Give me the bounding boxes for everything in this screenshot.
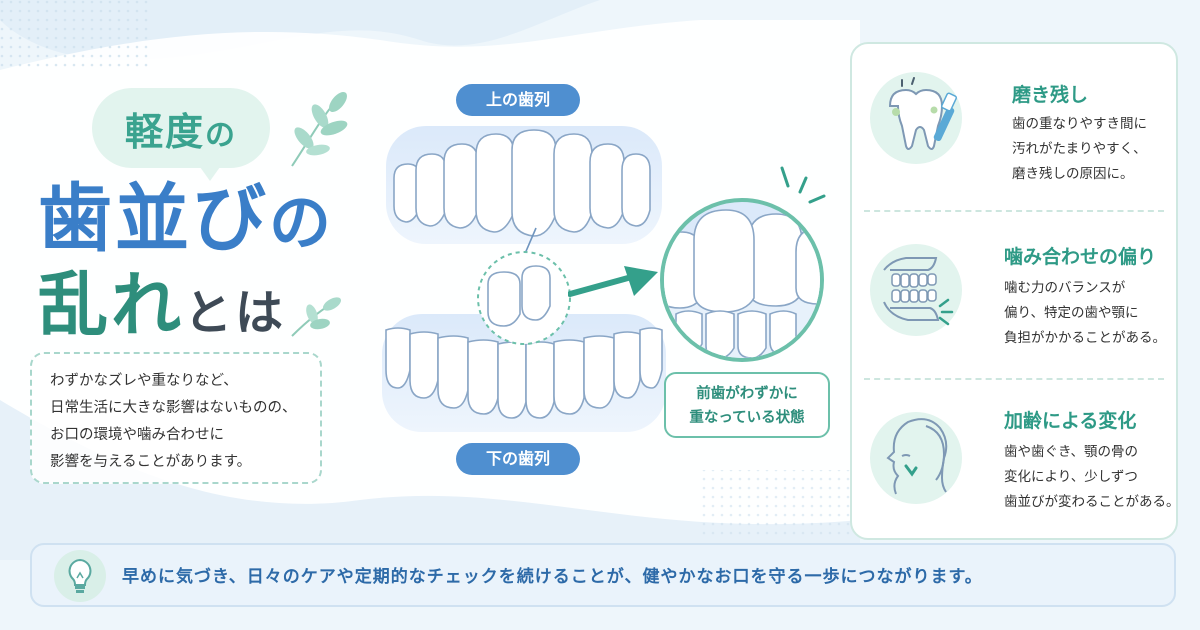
- page-title-line2: 乱れとは: [38, 264, 287, 346]
- section-title-plaque: 磨き残し: [1012, 84, 1089, 106]
- intro-line: 影響を与えることがあります。: [50, 454, 252, 470]
- section-line: 歯や歯ぐき、顎の骨の: [1004, 444, 1139, 460]
- leaf-decoration-icon: [291, 297, 342, 337]
- section-line: 変化により、少しずつ: [1004, 469, 1138, 485]
- section-line: 磨き残しの原因に。: [1012, 166, 1134, 182]
- section-text-aging: 歯や歯ぐき、顎の骨の 変化により、少しずつ 歯並びが変わることがある。: [1004, 440, 1180, 515]
- magnified-view: [660, 166, 826, 362]
- title-light-text: 軽度の: [124, 109, 237, 154]
- caption-line: 前歯がわずかに: [696, 386, 798, 402]
- section-line: 負担がかかることがある。: [1004, 330, 1166, 346]
- intro-line: お口の環境や噛み合わせに: [50, 427, 224, 443]
- lower-teeth-label: 下の歯列: [456, 443, 580, 475]
- section-line: 歯の重なりやすき間に: [1012, 116, 1147, 132]
- overlap-caption: 前歯がわずかに 重なっている状態: [664, 372, 830, 438]
- banner-message: 早めに気づき、日々のケアや定期的なチェックを続けることが、健やかなお口を守る一歩…: [122, 567, 983, 587]
- overlapping-front-teeth: [487, 265, 551, 327]
- intro-line: 日常生活に大きな影響はないものの、: [50, 400, 297, 416]
- upper-teeth-label: 上の歯列: [456, 84, 580, 116]
- section-line: 汚れがたまりやすく、: [1012, 141, 1147, 157]
- teeth-diagram: [382, 126, 666, 432]
- intro-text-box: わずかなズレや重なりなど、 日常生活に大きな影響はないものの、 お口の環境や噛み…: [30, 352, 322, 484]
- page-title-line1: 歯並びの: [38, 176, 335, 262]
- jaw-bite-icon: [870, 244, 962, 336]
- leaf-decoration-icon: [291, 92, 348, 167]
- intro-line: わずかなズレや重なりなど、: [50, 373, 238, 389]
- lightbulb-icon: [54, 550, 106, 602]
- section-title-bite: 噛み合わせの偏り: [1004, 246, 1157, 268]
- lower-teeth: [385, 327, 663, 419]
- section-line: 偏り、特定の歯や顎に: [1004, 305, 1139, 321]
- section-line: 歯並びが変わることがある。: [1004, 494, 1180, 510]
- section-text-plaque: 歯の重なりやすき間に 汚れがたまりやすく、 磨き残しの原因に。: [1012, 112, 1147, 187]
- tooth-brush-icon: [870, 72, 962, 164]
- upper-teeth: [393, 129, 651, 237]
- panel-divider: [864, 378, 1164, 380]
- emphasis-lines: [780, 166, 826, 204]
- panel-divider: [864, 210, 1164, 212]
- section-text-bite: 噛む力のバランスが 偏り、特定の歯や顎に 負担がかかることがある。: [1004, 276, 1166, 351]
- section-title-aging: 加齢による変化: [1004, 410, 1137, 432]
- section-line: 噛む力のバランスが: [1004, 280, 1126, 296]
- caption-line: 重なっている状態: [689, 410, 805, 426]
- title-bubble: 軽度の: [92, 88, 270, 181]
- bottom-banner: [30, 543, 1176, 607]
- arrow-right-icon: [568, 266, 658, 297]
- aging-face-icon: [870, 412, 962, 504]
